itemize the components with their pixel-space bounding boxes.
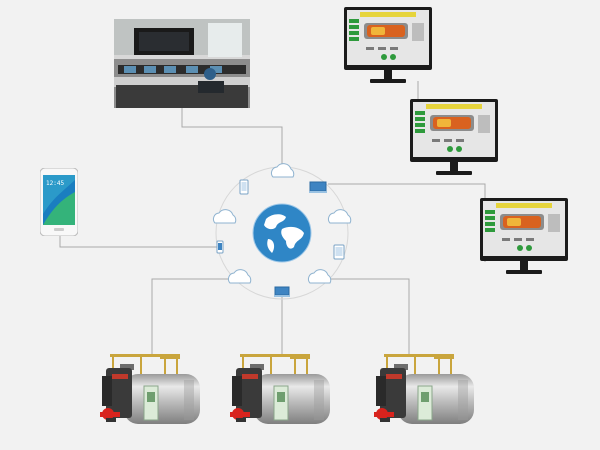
cloud-icon <box>270 163 295 178</box>
tablet-icon <box>333 244 345 260</box>
mobile-phone-icon <box>239 179 249 195</box>
smartphone-clock: 12:45 <box>46 180 64 187</box>
cloud-icon <box>307 269 332 284</box>
connector-boiler-1 <box>151 278 240 356</box>
boiler-icon <box>100 354 201 425</box>
control-room-photo <box>114 19 250 108</box>
boiler-icon <box>374 354 475 425</box>
cloud-icon <box>327 209 352 224</box>
boiler-3 <box>374 354 475 425</box>
globe-icon <box>252 203 312 263</box>
boiler-1 <box>100 354 201 425</box>
smartphone-icon: 12:45 <box>40 168 78 236</box>
connector-boiler-3 <box>320 278 410 356</box>
boiler-icon <box>230 354 331 425</box>
cloud-icon <box>212 209 237 224</box>
laptop-icon <box>274 286 290 297</box>
cloud-icon <box>227 269 252 284</box>
phone-icon <box>216 240 224 254</box>
laptop-icon <box>309 181 327 193</box>
connector-smartphone <box>59 234 220 248</box>
connector-control-room <box>181 107 283 170</box>
boiler-2 <box>230 354 331 425</box>
